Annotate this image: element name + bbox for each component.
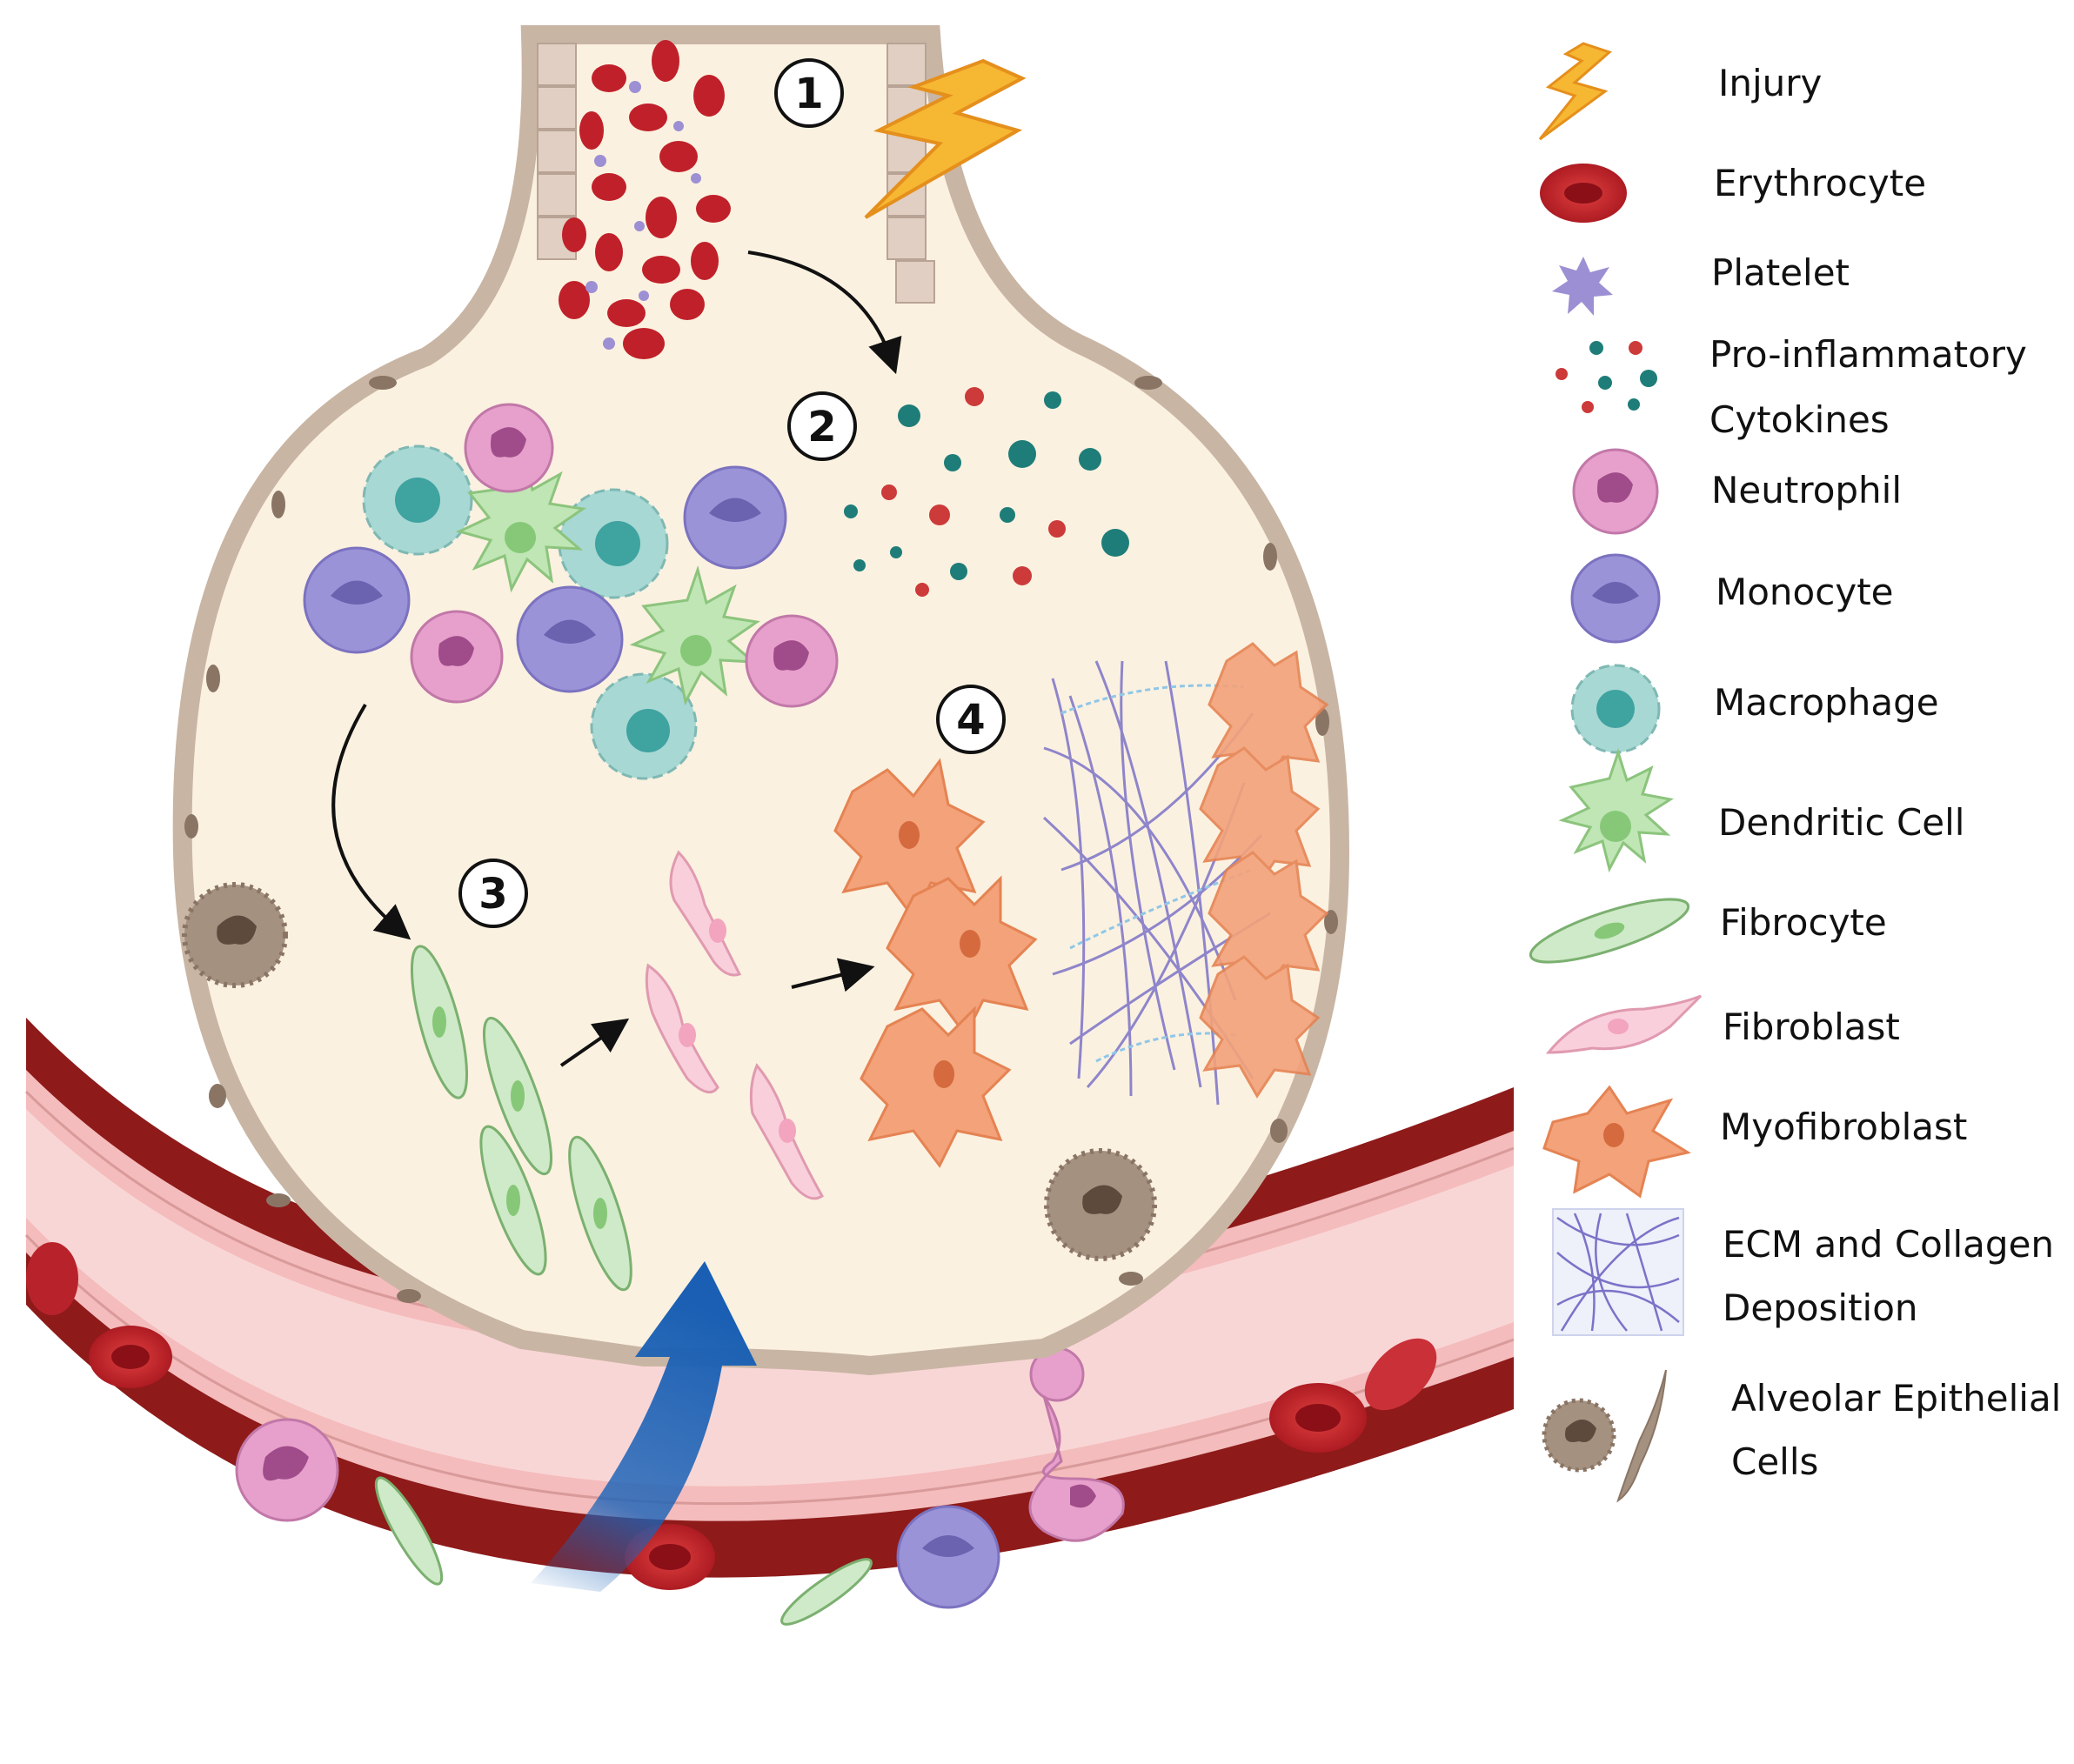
ecm-collagen-light bbox=[1060, 684, 1254, 1063]
legend-label-ecm-2: Deposition bbox=[1723, 1286, 1918, 1329]
arrow-immune-to-fibrocytes bbox=[331, 703, 411, 940]
step-4-label: 4 bbox=[956, 696, 985, 745]
neutrophils bbox=[410, 403, 839, 708]
platelet-icon bbox=[1552, 257, 1613, 316]
step-2: 2 bbox=[787, 391, 857, 461]
legend-label-macrophage: Macrophage bbox=[1714, 681, 1939, 724]
myofibroblasts-stack bbox=[1199, 642, 1329, 1099]
transmigrating-neutrophil bbox=[1028, 1346, 1125, 1542]
step-4: 4 bbox=[936, 685, 1006, 754]
erythrocyte-icon bbox=[1540, 164, 1627, 223]
legend-label-ecm-1: ECM and Collagen bbox=[1723, 1223, 2054, 1266]
monocyte-icon bbox=[1570, 553, 1661, 644]
vessel-fibrocytes bbox=[374, 1476, 873, 1626]
step-3-label: 3 bbox=[478, 870, 507, 919]
immune-cell-cluster bbox=[303, 403, 839, 780]
vessel-monocyte bbox=[896, 1505, 1000, 1609]
dendritic-cell-icon bbox=[1558, 748, 1674, 873]
legend: Injury Erythrocyte Platelet Pro-inflamma… bbox=[1529, 42, 2061, 1503]
legend-label-fibrocyte: Fibrocyte bbox=[1720, 901, 1887, 944]
alveolar-epithelial-icon bbox=[1542, 1369, 1667, 1503]
lung-injury-scene: 1 2 3 4 bbox=[24, 25, 1514, 1626]
monocytes bbox=[303, 465, 787, 693]
alveolus bbox=[172, 25, 1350, 1376]
legend-label-erythrocyte: Erythrocyte bbox=[1714, 162, 1926, 204]
step-3: 3 bbox=[458, 859, 528, 928]
step-1-label: 1 bbox=[794, 70, 823, 118]
macrophages bbox=[362, 444, 698, 780]
legend-label-dendritic: Dendritic Cell bbox=[1718, 801, 1964, 844]
fibroblast-icon bbox=[1545, 994, 1703, 1054]
neutrophil-icon bbox=[1572, 448, 1659, 535]
myofibroblast-icon bbox=[1542, 1085, 1691, 1199]
alveolar-epithelial-cells bbox=[182, 882, 1157, 1261]
airway-epithelium bbox=[537, 43, 935, 304]
cytokines bbox=[844, 387, 1129, 597]
arrow-injury-to-cytokines bbox=[747, 251, 902, 375]
step-2-label: 2 bbox=[807, 403, 836, 451]
cytokines-icon bbox=[1556, 341, 1657, 413]
legend-label-monocyte: Monocyte bbox=[1716, 571, 1894, 613]
arrow-fibrocyte-to-fibroblast bbox=[559, 1018, 630, 1067]
legend-label-injury: Injury bbox=[1718, 62, 1822, 104]
legend-label-alveolar-2: Cells bbox=[1731, 1440, 1818, 1483]
legend-label-cytokines-2: Cytokines bbox=[1709, 398, 1890, 441]
legend-label-fibroblast: Fibroblast bbox=[1723, 1006, 1900, 1048]
legend-label-alveolar-1: Alveolar Epithelial bbox=[1731, 1377, 2061, 1420]
migration-arrow bbox=[531, 1261, 757, 1592]
macrophage-icon bbox=[1570, 664, 1661, 754]
vessel-neutrophil bbox=[235, 1418, 339, 1522]
legend-label-neutrophil: Neutrophil bbox=[1711, 469, 1902, 511]
wall-nuclei bbox=[184, 376, 1338, 1303]
lightning-icon bbox=[1538, 42, 1612, 141]
legend-label-platelet: Platelet bbox=[1711, 251, 1850, 294]
collagen-icon bbox=[1552, 1208, 1684, 1336]
arrow-fibroblast-to-myofibroblast bbox=[791, 958, 875, 992]
legend-label-cytokines-1: Pro-inflammatory bbox=[1709, 333, 2027, 376]
injury-lightning bbox=[864, 58, 1027, 219]
step-1: 1 bbox=[774, 58, 844, 128]
legend-label-myofibroblast: Myofibroblast bbox=[1720, 1106, 1967, 1148]
erythrocytes-cluster bbox=[559, 40, 731, 359]
platelets bbox=[585, 81, 701, 350]
fibrocyte-icon bbox=[1529, 898, 1690, 964]
vessel-erythrocytes bbox=[26, 1242, 1437, 1590]
